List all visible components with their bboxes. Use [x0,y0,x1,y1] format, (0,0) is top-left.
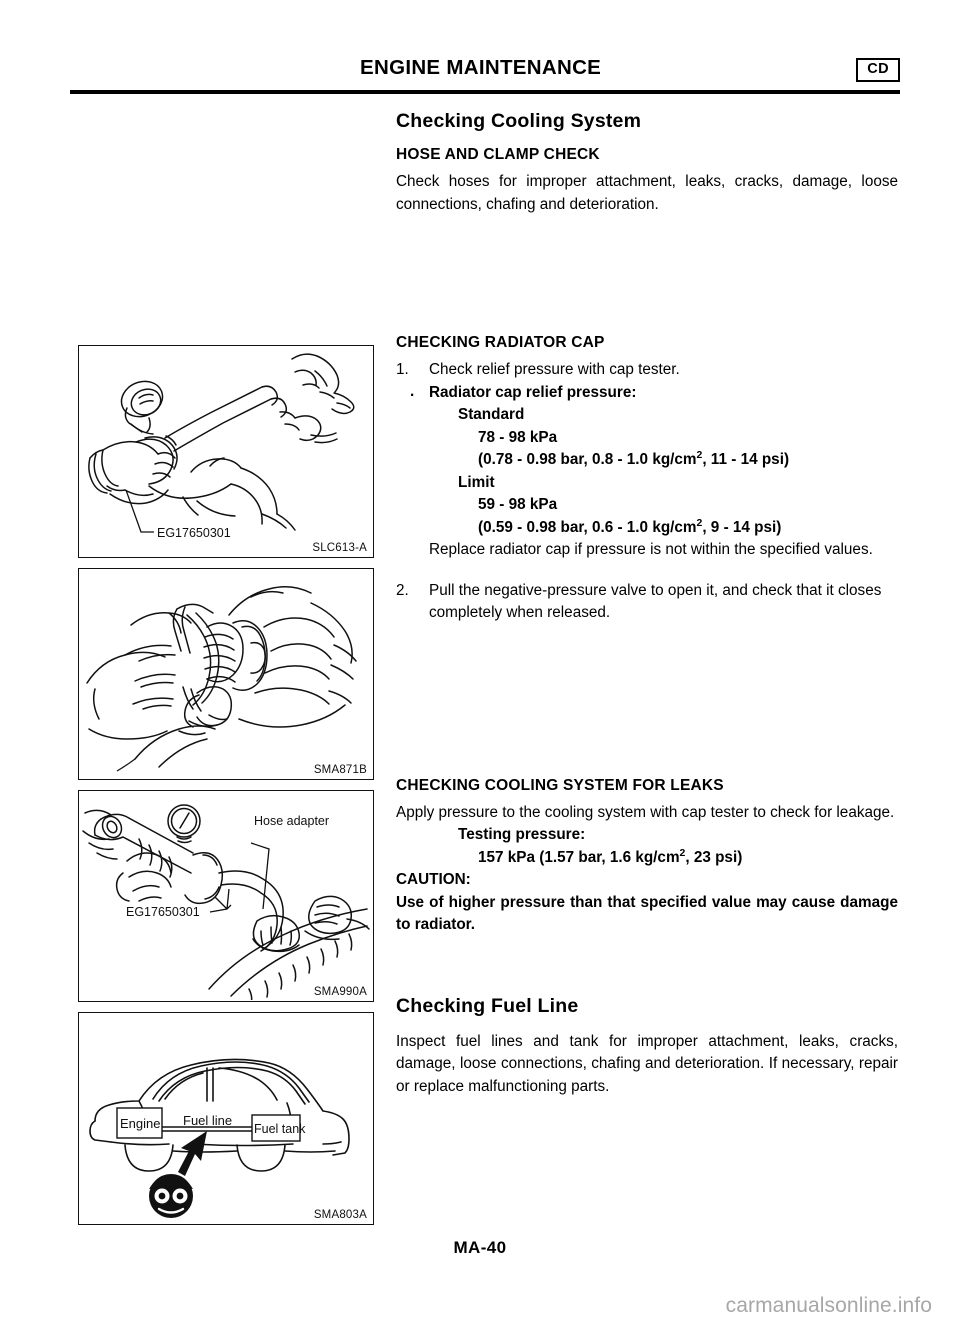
label-box-fuel-tank [251,1114,301,1142]
callout-label-eg17650301: EG17650301 [126,905,200,919]
spec-value-testing-pressure: 157 kPa (1.57 bar, 1.6 kg/cm2, 23 psi) [396,847,898,870]
standard-conv-exponent: 2 [696,449,703,461]
paragraph-cooling-system-leaks: Apply pressure to the cooling system wit… [396,803,895,821]
page-header: ENGINE MAINTENANCE CD [70,56,900,96]
main-text-column: Checking Cooling System HOSE AND CLAMP C… [396,110,898,1098]
figure-negative-pressure-valve: SMA871B [78,568,374,780]
limit-conv-pre: (0.59 - 0.98 bar, 0.6 - 1.0 kg/cm [478,518,697,536]
header-divider [70,90,900,94]
figure-negative-pressure-valve-drawing [86,586,357,772]
heading-hose-and-clamp-check: HOSE AND CLAMP CHECK [396,146,600,163]
figure-code-sma871b: SMA871B [312,764,368,776]
site-watermark: carmanualsonline.info [725,1294,932,1317]
figure-radiator-cap-tester: EG17650301 SLC613-A [78,345,374,558]
figure-cooling-system-pressure-test: Hose adapter EG17650301 SMA990A [78,790,374,1002]
spec-label-limit: Limit [458,473,495,491]
figure-code-slc613a: SLC613-A [311,542,368,554]
page-footer: MA-40 [0,1238,960,1258]
smiley-face-icon [149,1174,193,1218]
heading-checking-cooling-system-for-leaks: CHECKING COOLING SYSTEM FOR LEAKS [396,776,724,794]
list-item-step-1: 1. Check relief pressure with cap tester. [396,359,898,382]
pointer-arrow [178,1131,207,1176]
spec-label-standard: Standard [458,406,525,423]
model-badge: CD [856,58,900,82]
standard-conv-pre: (0.78 - 0.98 bar, 0.8 - 1.0 kg/cm [478,451,697,468]
spec-value-standard-conversions: (0.78 - 0.98 bar, 0.8 - 1.0 kg/cm2, 11 -… [396,449,898,472]
label-box-engine [116,1107,163,1139]
column-spacer [396,216,898,334]
testing-value-pre: 157 kPa (1.57 bar, 1.6 kg/cm [478,848,680,866]
spec-value-limit-kpa: 59 - 98 kPa [478,496,558,513]
heading-checking-radiator-cap: CHECKING RADIATOR CAP [396,334,605,351]
label-fuel-line: Fuel line [183,1113,232,1128]
list-item-step-2: 2. Pull the negative-pressure valve to op… [396,580,898,625]
figure-code-sma990a: SMA990A [312,986,368,998]
paragraph-checking-fuel-line: Inspect fuel lines and tank for improper… [396,1032,898,1095]
spec-title-radiator-cap-relief-pressure: . Radiator cap relief pressure: [396,382,898,405]
spec-value-standard-kpa: 78 - 98 kPa [478,428,558,446]
label-caution: CAUTION: [396,871,471,888]
column-spacer [396,625,898,743]
figure-fuel-line-layout-drawing: Engine Fuel line Fuel tank [89,1058,350,1218]
paragraph-hose-and-clamp-check: Check hoses for improper attachment, lea… [396,173,898,213]
label-fuel-tank: Fuel tank [254,1122,306,1136]
figure-code-sma803a: SMA803A [312,1209,368,1221]
step-number: 2. [396,581,409,599]
limit-conv-exponent: 2 [696,517,703,529]
section-title-checking-cooling-system: Checking Cooling System [396,110,642,132]
paragraph-caution: Use of higher pressure than that specifi… [396,893,898,934]
column-spacer [396,562,898,580]
spec-value-limit-conversions: (0.59 - 0.98 bar, 0.6 - 1.0 kg/cm2, 9 - … [396,517,898,540]
spec-label-testing-pressure: Testing pressure: [458,826,586,843]
spec-title-text: Radiator cap relief pressure: [429,383,637,401]
testing-value-exponent: 2 [679,847,686,859]
standard-conv-post: , 11 - 14 psi) [702,451,790,468]
testing-value-post: , 23 psi) [685,848,743,866]
limit-conv-post: , 9 - 14 psi) [702,518,782,536]
callout-label-hose-adapter: Hose adapter [254,814,329,828]
label-engine: Engine [120,1116,160,1131]
step-text: Check relief pressure with cap tester. [429,361,680,378]
column-spacer [396,743,898,777]
page-number: MA-40 [453,1238,507,1257]
step-text: Pull the negative-pressure valve to open… [429,581,882,622]
column-spacer [396,937,898,995]
figure-cooling-system-pressure-test-drawing: Hose adapter EG17650301 [82,804,370,1000]
callout-label-eg17650301: EG17650301 [157,526,231,540]
step-number: 1. [396,361,409,378]
figure-radiator-cap-tester-drawing: EG17650301 [88,353,355,540]
page-title: ENGINE MAINTENANCE [360,56,602,79]
paragraph-replace-radiator-cap: Replace radiator cap if pressure is not … [429,541,873,558]
section-title-checking-fuel-line: Checking Fuel Line [396,994,579,1017]
bullet-marker: . [410,382,415,400]
figure-fuel-line-layout: Engine Fuel line Fuel tank SMA803A [78,1012,374,1225]
